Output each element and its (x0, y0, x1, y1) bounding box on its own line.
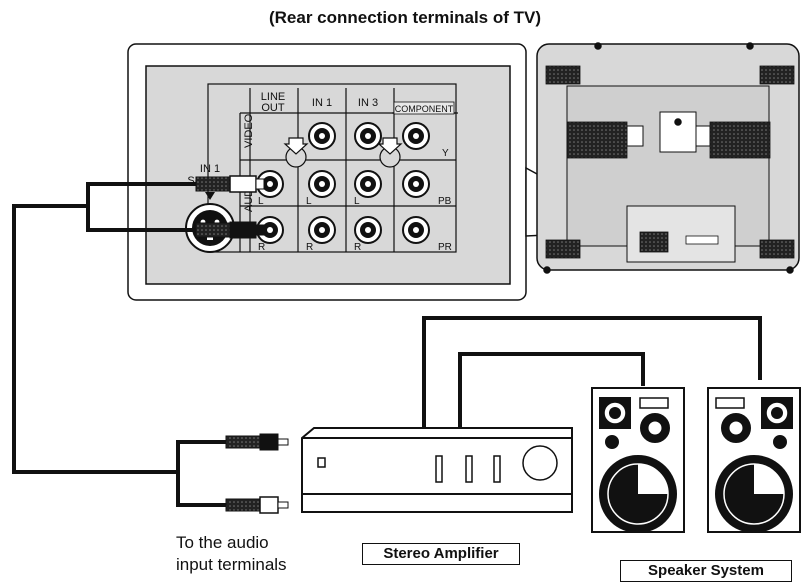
speaker-cable-right (422, 316, 762, 428)
line-out-label-1: LINE (261, 91, 285, 103)
panel-labels: LINE OUT IN 1 IN 3 COMPONENT VIDEO AUDIO… (187, 91, 455, 253)
diagram-title: (Rear connection terminals of TV) (268, 8, 542, 27)
in3-label: IN 3 (358, 97, 378, 109)
in3-l-label: L (354, 196, 360, 207)
jack-in3-video (354, 122, 382, 150)
audio-cable-red-end (176, 472, 226, 507)
component-pr-label: PR (438, 242, 452, 253)
audio-cable-red (86, 206, 196, 232)
arrow-icons (283, 137, 403, 155)
speaker-left (591, 387, 685, 533)
speaker-right (707, 387, 801, 533)
svideo-label-1: IN 1 (200, 163, 220, 175)
video-label: VIDEO (243, 113, 255, 148)
audio-cable-white (12, 182, 226, 474)
line-out-r-label: R (258, 242, 265, 253)
jack-component-pb (402, 170, 430, 198)
line-out-l-label: L (258, 196, 264, 207)
tv-rear-view (536, 42, 800, 274)
jack-component-pr (402, 216, 430, 244)
jack-in1-r (308, 216, 336, 244)
cables (12, 182, 762, 507)
stereo-amplifier-label: Stereo Amplifier (362, 543, 520, 565)
component-y-label: Y (442, 148, 449, 159)
component-pb-label: PB (438, 196, 452, 207)
speaker-cable-left (458, 352, 645, 428)
component-label: COMPONENT (395, 104, 454, 114)
jack-in3-r (354, 216, 382, 244)
stereo-amplifier (301, 427, 573, 513)
in1-label: IN 1 (312, 97, 332, 109)
jack-in3-l (354, 170, 382, 198)
audio-input-label-1: To the audio (176, 533, 269, 552)
in3-r-label: R (354, 242, 361, 253)
in1-l-label: L (306, 196, 312, 207)
audio-input-label-2: input terminals (176, 555, 287, 574)
in1-r-label: R (306, 242, 313, 253)
jack-in1-l (308, 170, 336, 198)
jack-in1-video (308, 122, 336, 150)
rca-plugs (195, 175, 265, 239)
jack-component-y (402, 122, 430, 150)
amp-input-plugs (225, 433, 289, 514)
rca-jacks (256, 122, 430, 244)
speaker-system-label: Speaker System (620, 560, 792, 582)
line-out-label-2: OUT (261, 102, 285, 114)
